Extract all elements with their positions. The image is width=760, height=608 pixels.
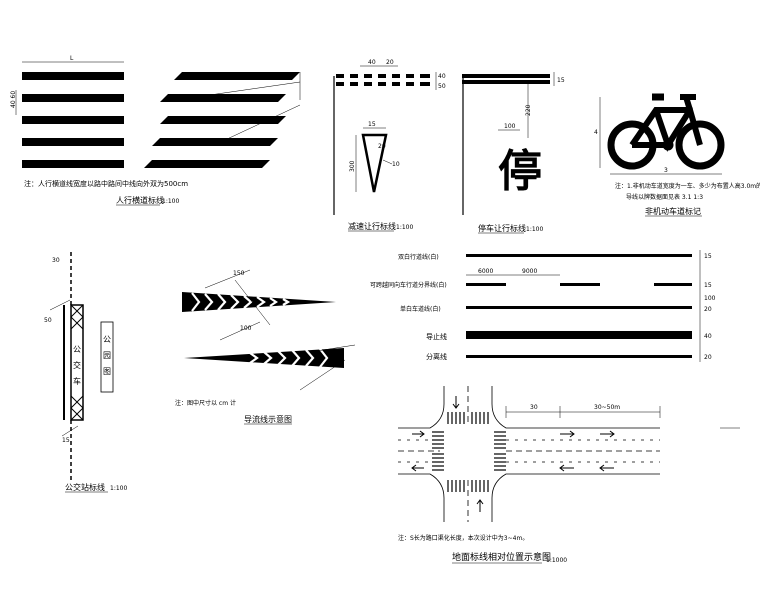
bike-dim-w: 3 — [664, 167, 668, 174]
line-label: 导止线 — [426, 332, 447, 341]
line-dash — [560, 283, 600, 286]
crosswalk-dim-top: L — [70, 55, 74, 62]
line-dim: 15 — [704, 282, 712, 289]
intersection-title: 地面标线相对位置示意图 — [452, 551, 551, 563]
bus-dim-2: 30 — [52, 257, 60, 264]
line-stop-bar — [466, 331, 692, 339]
line-label: 单白车道线(白) — [400, 305, 441, 313]
bus-title: 公交站标线 — [65, 482, 105, 492]
line-label: 可跨越同向车行道分界线(白) — [370, 281, 447, 289]
intersection-diagram — [398, 386, 740, 522]
guide-title: 导流线示意图 — [244, 414, 292, 424]
stop-dim-1: 15 — [557, 77, 565, 84]
line-dash — [654, 283, 692, 286]
bicycle-diagram: 4 3 注：1.非机动车道宽度为一车、多少为布置人高3.0m的道路在 导线以牌数… — [594, 93, 760, 217]
guide-note: 注：图中尺寸以 cm 计 — [175, 399, 236, 407]
crosswalk-stripe — [22, 94, 124, 102]
stop-title: 停车让行标线 — [478, 223, 526, 233]
skew-stripe — [174, 72, 300, 80]
yield-line-diagram: 40 20 40 50 15 300 20 10 减速让行标线 1:100 — [333, 59, 446, 232]
line-solid-single — [466, 306, 692, 309]
line-label: 分离线 — [426, 352, 447, 361]
bus-dim-3: 15 — [62, 437, 70, 444]
dash-dim: 9000 — [522, 268, 537, 275]
line-dim: 15 — [704, 253, 712, 260]
chevron-wedge-bottom — [184, 348, 344, 368]
stop-glyph: 停 — [498, 146, 542, 197]
line-label: 双白行道线(白) — [398, 253, 439, 261]
line-types-diagram: 双白行道线(白) 15 可跨越同向车行道分界线(白) 6000 9000 15 … — [370, 250, 716, 362]
bus-side-char: 园 — [103, 351, 111, 360]
bus-dim-1: 50 — [44, 317, 52, 324]
line-dim: 20 — [704, 354, 712, 361]
bus-scale: 1:100 — [110, 485, 127, 492]
crosswalk-stripe — [22, 116, 124, 124]
yield-dim-5: 15 — [368, 121, 376, 128]
guide-dim-2: 100 — [240, 325, 252, 332]
bus-side-char: 图 — [103, 367, 111, 376]
dash-dim: 6000 — [478, 268, 493, 275]
chevron-wedge-top — [182, 292, 336, 312]
yield-dim-3: 40 — [438, 73, 446, 80]
guide-dim-1: 150 — [233, 270, 245, 277]
bicycle-icon — [607, 93, 725, 170]
lane-arrows — [411, 396, 615, 512]
skew-stripe — [152, 138, 278, 146]
stop-dim-3: 100 — [504, 123, 516, 130]
line-solid-double — [466, 254, 692, 257]
intersection-dim-1: 30 — [530, 404, 538, 411]
bus-stop-diagram: 公 交 车 公 园 图 50 30 15 公交站标线 1:100 — [44, 252, 127, 493]
yield-dim-7: 20 — [378, 143, 386, 150]
line-side-dim: 100 — [704, 295, 716, 302]
intersection-note: 注：S长为路口渠化长度，本次设计中为3~4m。 — [398, 534, 528, 542]
crosswalk-stripe — [22, 138, 124, 146]
yield-triangle — [361, 133, 388, 193]
skew-stripe — [160, 94, 286, 102]
crosswalk-diagram: L 40 60 注：人行横道线宽度以路中路间中线向外双为500cm 人行横道标线… — [10, 55, 301, 206]
intersection-crosswalks — [432, 412, 506, 492]
bike-note-2: 导线以牌数据面见表 3.1 1:3 — [626, 193, 703, 201]
crosswalk-stripe — [22, 72, 124, 80]
skew-stripe — [144, 160, 270, 168]
yield-scale: 1:100 — [396, 224, 413, 231]
line-dim: 20 — [704, 306, 712, 313]
crosswalk-stripe — [22, 160, 124, 168]
yield-title: 减速让行标线 — [348, 221, 396, 231]
bus-stop-box — [70, 304, 84, 421]
line-dim: 40 — [704, 333, 712, 340]
bus-side-char: 公 — [103, 335, 111, 344]
yield-dim-6: 300 — [349, 160, 356, 172]
guide-diagram: 150 100 注：图中尺寸以 cm 计 导流线示意图 — [175, 269, 356, 425]
bus-box-char: 公 — [73, 345, 81, 354]
crosswalk-title: 人行横道标线 — [116, 195, 164, 205]
line-separator — [466, 355, 692, 358]
yield-dim-2: 20 — [386, 59, 394, 66]
skew-stripe — [160, 116, 286, 124]
intersection-scale: 1:1000 — [546, 557, 567, 564]
stop-scale: 1:100 — [526, 226, 543, 233]
bike-note-1: 注：1.非机动车道宽度为一车、多少为布置人高3.0m的道路在 — [615, 182, 760, 190]
bike-dim-h: 4 — [594, 129, 598, 136]
yield-dim-8: 10 — [392, 161, 400, 168]
crosswalk-note: 注：人行横道线宽度以路中路间中线向外双为500cm — [24, 179, 188, 188]
crosswalk-dim-side: 40 60 — [10, 91, 17, 108]
stop-line-diagram: 15 220 100 停 停车让行标线 1:100 — [462, 72, 565, 234]
yield-dim-4: 50 — [438, 83, 446, 90]
bus-box-char: 交 — [73, 360, 81, 370]
yield-dim-1: 40 — [368, 59, 376, 66]
stop-dim-2: 220 — [525, 104, 532, 116]
bus-box-char: 车 — [73, 376, 81, 386]
crosswalk-scale: 1:100 — [162, 198, 179, 205]
bike-title: 非机动车道标记 — [645, 206, 701, 216]
intersection-dim-2: 30~50m — [594, 404, 620, 411]
line-dash — [466, 283, 506, 286]
